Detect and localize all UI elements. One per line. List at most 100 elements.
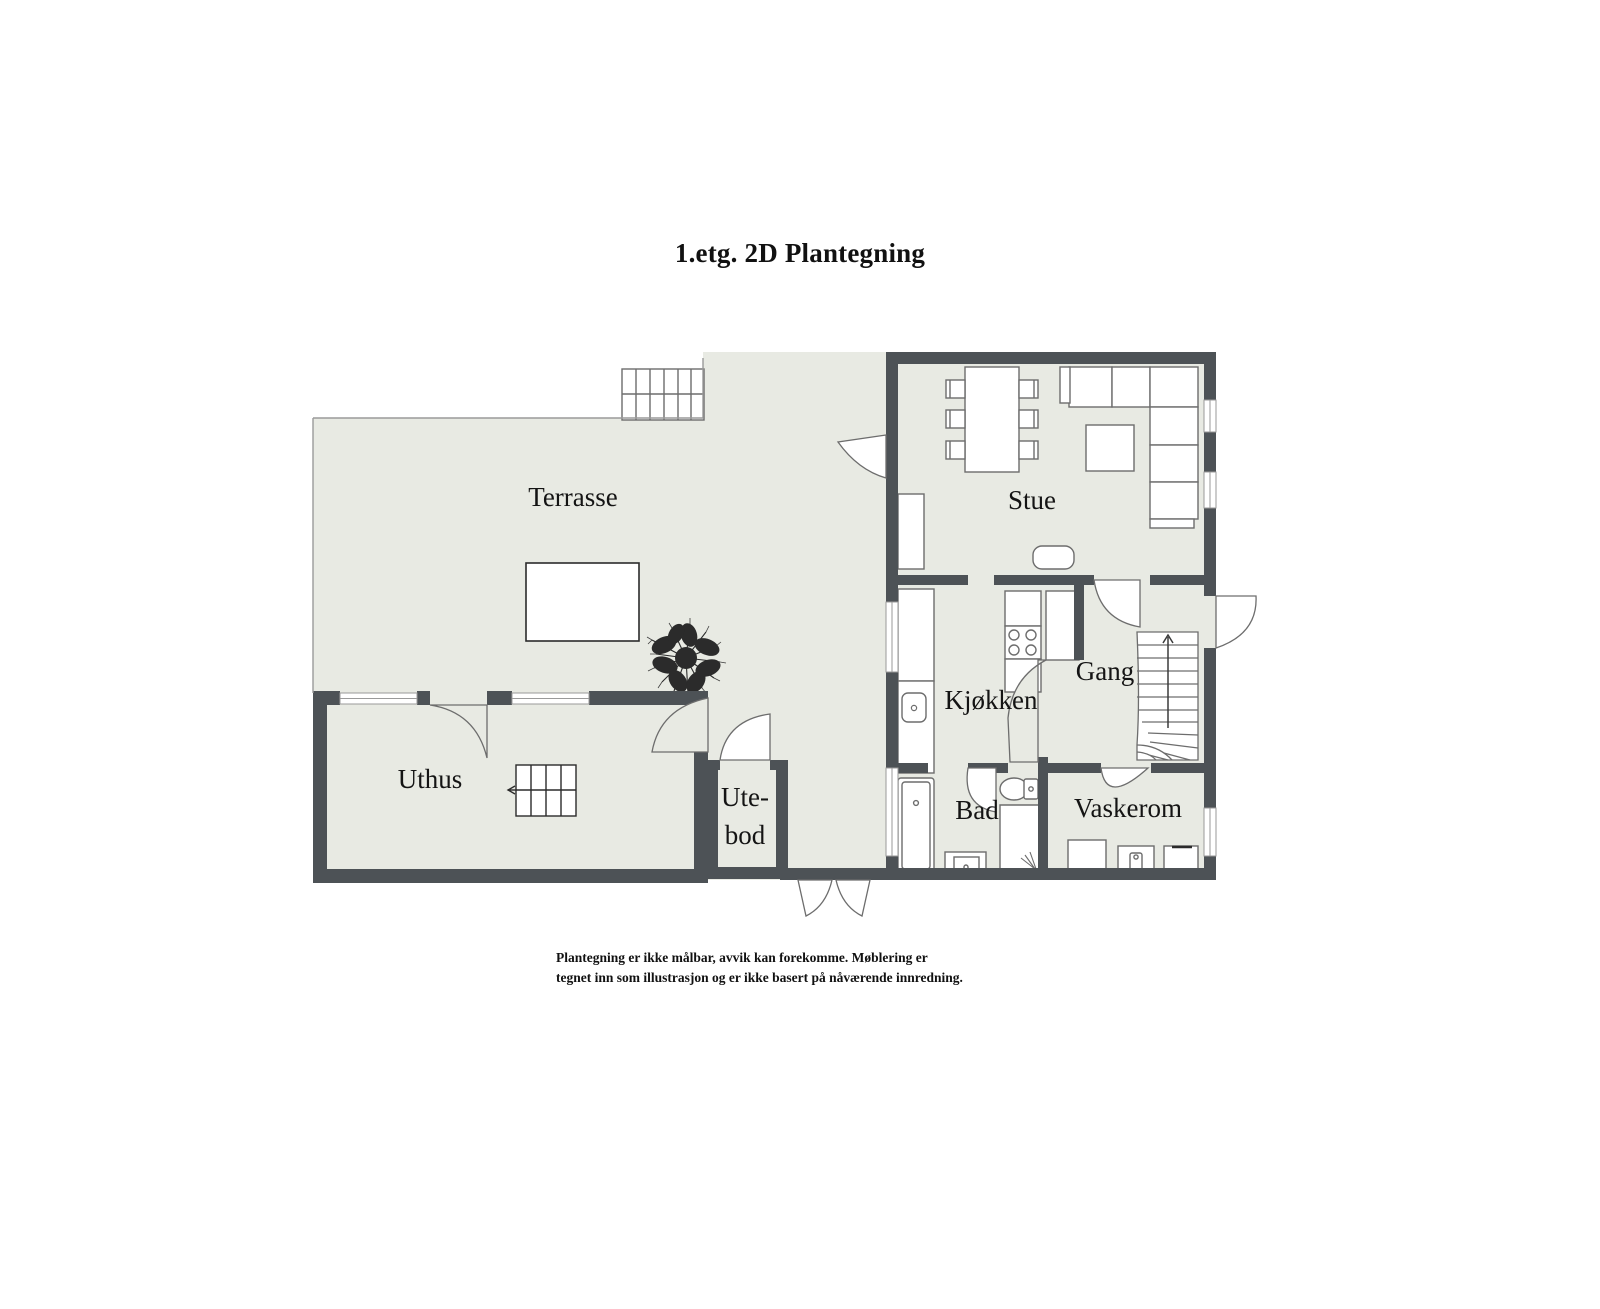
wall-east-5 <box>1204 648 1216 808</box>
wall-utebod-west <box>708 760 718 877</box>
terrace-double-door <box>797 879 871 917</box>
tall-cabinet <box>1045 590 1080 661</box>
shower-drain <box>1020 851 1037 870</box>
room-label-bad: Bad <box>955 795 999 825</box>
wall-vestibule-south <box>780 868 886 880</box>
room-label-kjokken: Kjøkken <box>945 685 1038 715</box>
uthus-door <box>429 704 488 759</box>
wall-corner-knot <box>1038 757 1048 767</box>
uthus-north-window-right <box>511 692 590 705</box>
wall-west-4 <box>886 856 898 880</box>
ottoman <box>1032 545 1075 570</box>
wall-stue-kjokken-b <box>994 575 1094 585</box>
wall-gang-vaskerom-a <box>1046 763 1101 773</box>
dining-chair-right-1 <box>1018 379 1039 399</box>
dining-chair-right-3 <box>1018 440 1039 460</box>
bad-west-window <box>885 767 899 857</box>
room-labels: Terrasse Uthus Ute- bod Stue Kjøkken Gan… <box>398 482 1182 850</box>
dining-chair-right-2 <box>1018 409 1039 429</box>
sectional-sofa <box>1059 366 1199 529</box>
shower-tray <box>999 804 1043 878</box>
burner-3 <box>1008 644 1020 656</box>
bathtub-drain <box>912 799 920 807</box>
wall-west-2 <box>886 580 898 602</box>
wall-bad-vaskerom <box>1038 763 1048 880</box>
page-title: 1.etg. 2D Plantegning <box>674 238 926 268</box>
doors <box>429 434 1257 917</box>
utebod-door <box>719 713 771 761</box>
terrace-steps <box>621 368 705 421</box>
wall-house-north <box>886 352 1216 364</box>
vaskerom-door <box>1100 767 1150 788</box>
wall-utebod-north-a <box>708 760 720 770</box>
kjokken-gang-door <box>1093 579 1141 628</box>
wall-kjokken-gang <box>1074 585 1084 660</box>
sink-drain <box>910 704 918 712</box>
terrace-outline <box>312 358 704 693</box>
dining-table <box>964 366 1020 473</box>
sideboard <box>897 493 925 570</box>
wall-west-3 <box>886 672 898 768</box>
uthus-floor <box>313 697 708 877</box>
uthus-north-window-left <box>339 692 418 705</box>
wall-utebod-east <box>776 760 788 879</box>
stue-terrace-door <box>836 434 887 479</box>
room-label-gang: Gang <box>1076 656 1134 686</box>
kjokken-gang-lower-door <box>1007 659 1047 763</box>
dining-chair-left-3 <box>945 440 966 460</box>
wall-stue-kjokken-a <box>886 575 968 585</box>
room-label-terrasse: Terrasse <box>528 482 618 512</box>
wall-uthus-south <box>313 869 708 883</box>
disclaimer-line-2: tegnet inn som illustrasjon og er ikke b… <box>556 969 963 985</box>
upper-cabinet <box>1004 590 1042 627</box>
vaskerom-east-window <box>1203 807 1217 857</box>
gang-winder-staircase-up <box>1136 631 1199 761</box>
wall-uthus-north-2 <box>417 691 430 705</box>
terrace-utebod-door <box>651 697 709 753</box>
wall-utebod-south <box>708 867 788 879</box>
room-label-stue: Stue <box>1008 485 1056 515</box>
dining-chair-left-1 <box>945 379 966 399</box>
room-label-vaskerom: Vaskerom <box>1074 793 1182 823</box>
disclaimer-line-1: Plantegning er ikke målbar, avvik kan fo… <box>556 950 928 965</box>
kitchen-counter-upper <box>897 588 935 682</box>
wall-uthus-east-2 <box>694 769 708 883</box>
stue-east-window-upper <box>1203 399 1217 433</box>
potted-plant-icon <box>646 618 727 701</box>
walls <box>313 352 1216 883</box>
wall-stue-gang <box>1150 575 1216 585</box>
kjokken-west-window <box>885 601 899 673</box>
wall-kjokken-bad-a <box>886 763 928 773</box>
room-label-utebod-line1: Ute- <box>721 782 769 812</box>
wall-uthus-west <box>313 691 327 883</box>
utebod-floor <box>712 760 780 877</box>
wall-house-south <box>886 868 1216 880</box>
gang-entry-door <box>1215 595 1257 649</box>
kitchen-sink <box>901 692 927 723</box>
wall-east-2 <box>1204 432 1216 472</box>
wall-utebod-north-b <box>770 760 788 770</box>
wall-uthus-north-4 <box>589 691 708 705</box>
bad-door <box>966 767 997 813</box>
windows <box>339 399 1217 857</box>
kjokken-fixtures <box>897 588 1080 774</box>
burner-2 <box>1025 629 1037 641</box>
toilet <box>999 777 1039 801</box>
room-label-uthus: Uthus <box>398 764 463 794</box>
wall-east-1 <box>1204 352 1216 400</box>
stue-furniture <box>897 366 1199 570</box>
uthus-interior-stair <box>506 764 577 817</box>
disclaimer-note: Plantegning er ikke målbar, avvik kan fo… <box>556 948 1176 987</box>
stue-east-window-lower <box>1203 471 1217 509</box>
wall-gang-vaskerom-b <box>1151 763 1216 773</box>
room-label-utebod-line2: bod <box>725 820 766 850</box>
coffee-table <box>1085 424 1135 472</box>
utility-sink-drain <box>1133 854 1139 860</box>
wall-uthus-north-1 <box>313 691 340 705</box>
burner-1 <box>1008 629 1020 641</box>
wall-east-3 <box>1204 508 1216 580</box>
wall-west-1 <box>886 352 898 580</box>
terrace-table <box>525 562 640 642</box>
